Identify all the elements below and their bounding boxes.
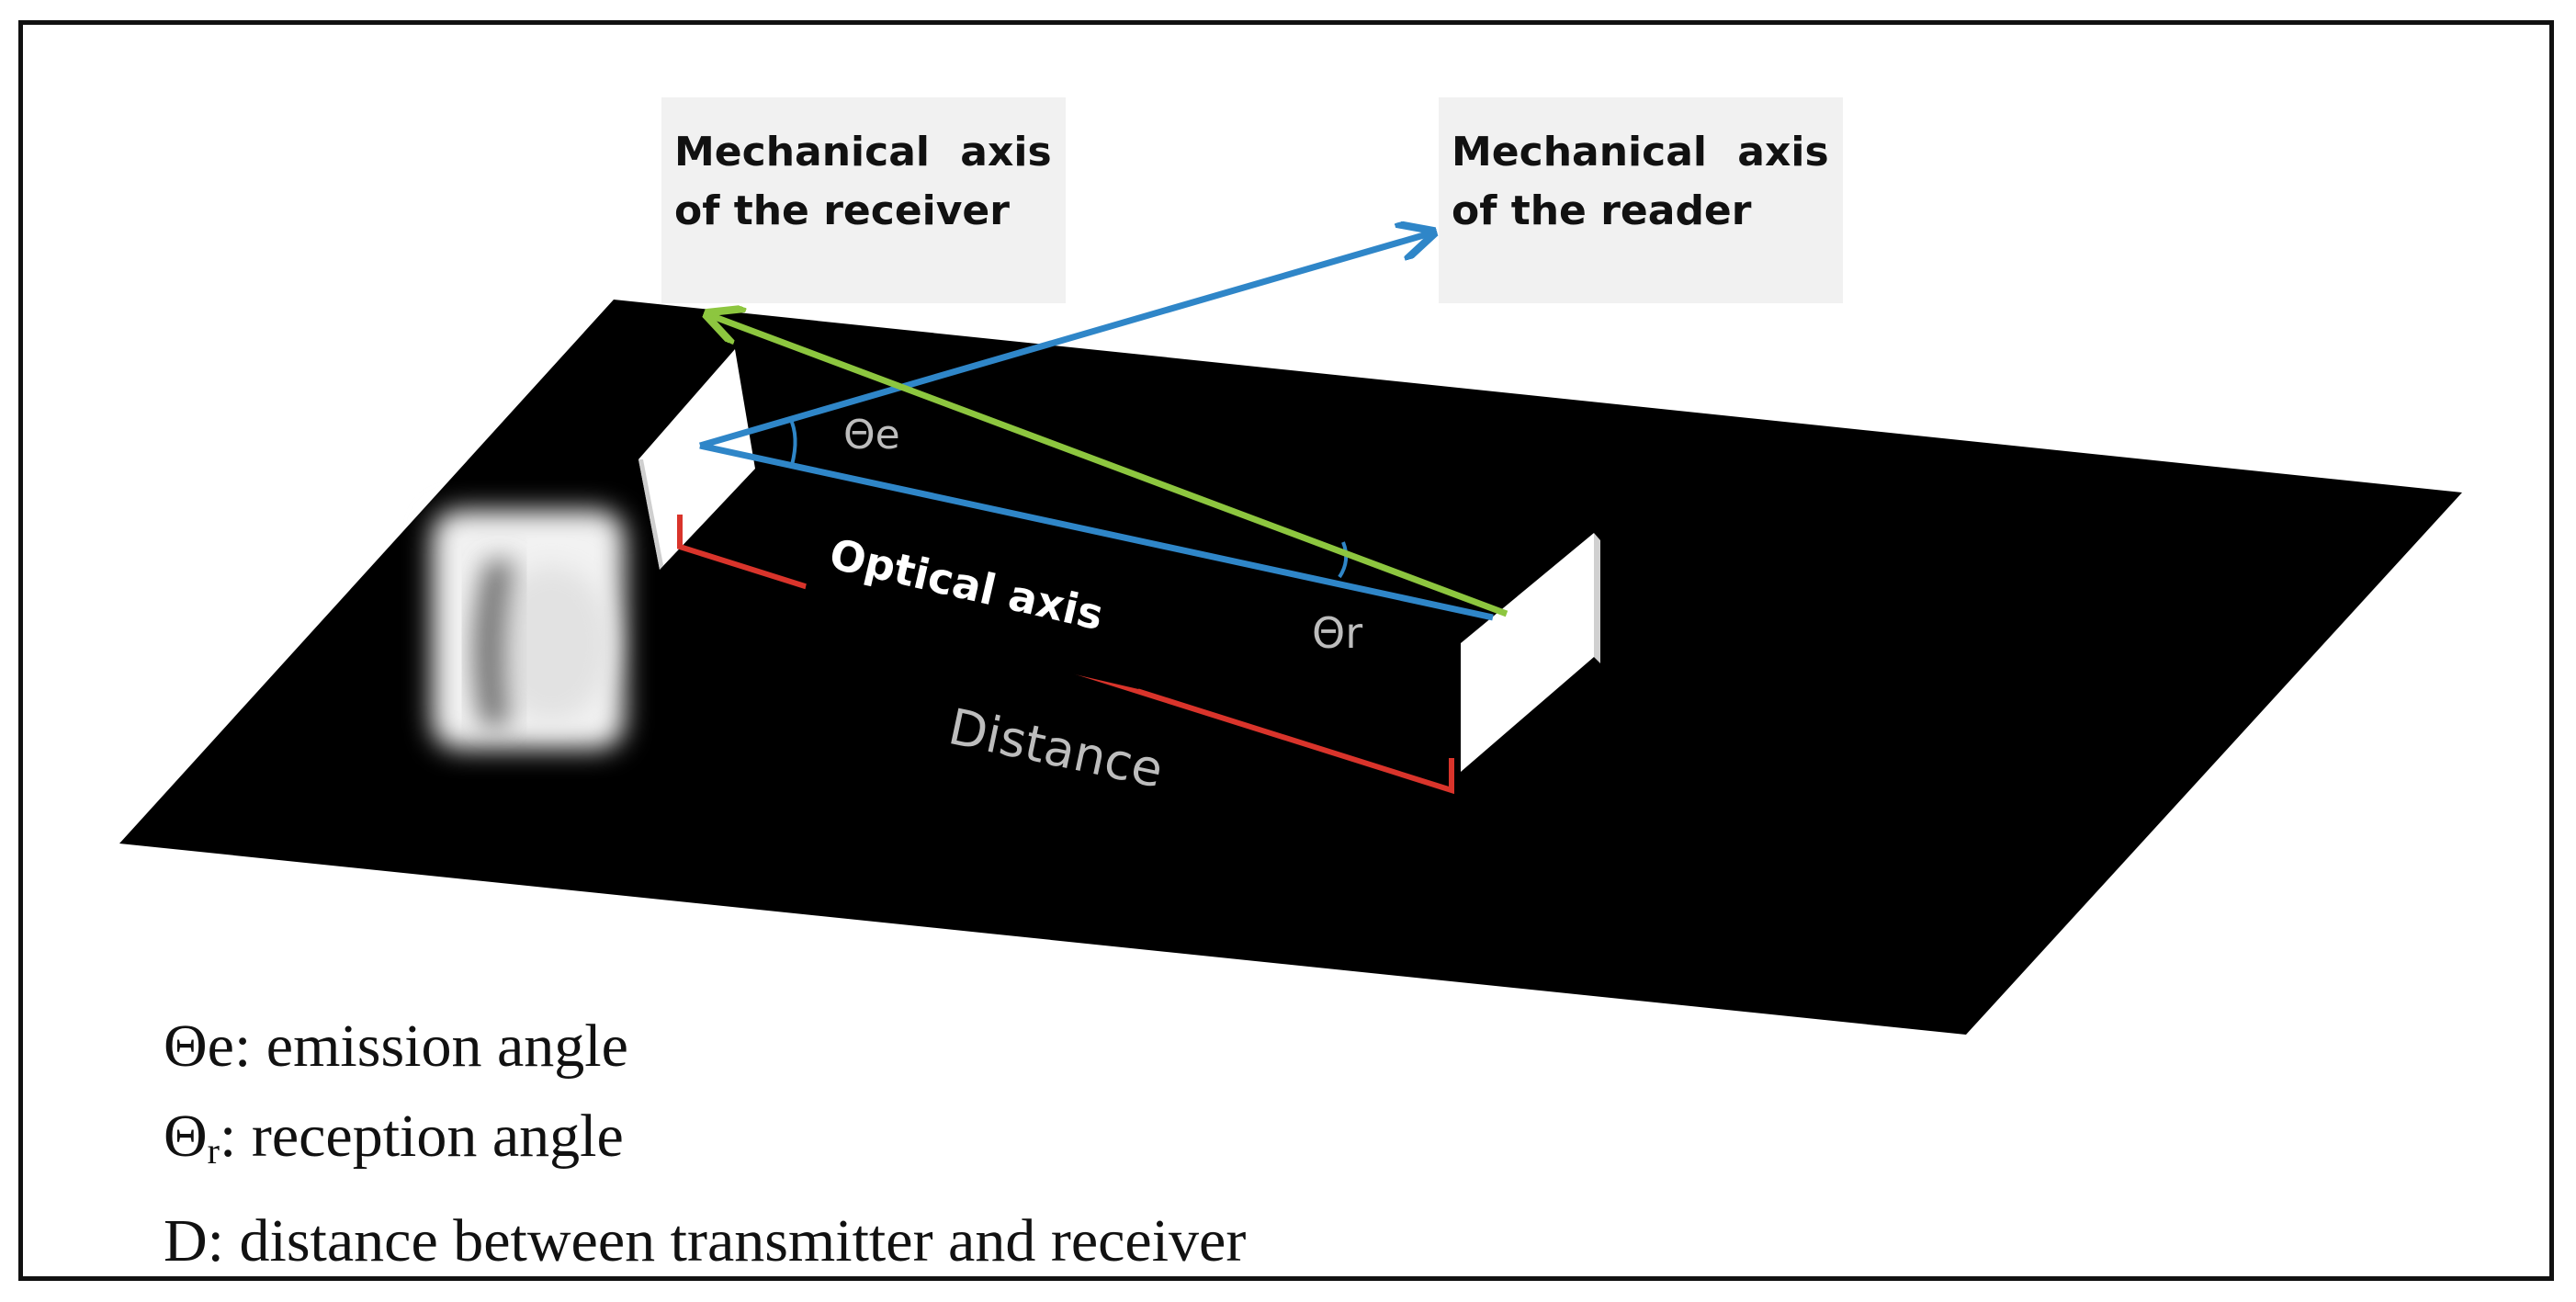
theta-e-label: Θe: [843, 412, 900, 459]
legend-reception-text: : reception angle: [220, 1103, 624, 1170]
receiver-axis-callout: Mechanical axis of the receiver: [661, 97, 1066, 303]
legend-emission-symbol: Θe: [164, 1013, 234, 1080]
receiver-axis: [707, 314, 1508, 617]
receiver-callout-line1: Mechanical axis: [674, 129, 1052, 175]
legend-reception: Θr: reception angle: [164, 1092, 1246, 1196]
receiver-panel: [638, 349, 755, 570]
reader-axis: [699, 232, 1494, 621]
legend-distance: D: distance between transmitter and rece…: [164, 1196, 1246, 1286]
reader-callout-line1: Mechanical axis: [1452, 129, 1829, 175]
legend-emission-text: : emission angle: [233, 1013, 628, 1080]
receiver-callout-line2: of the receiver: [674, 187, 1010, 234]
transmitter-panel: [1461, 533, 1600, 772]
legend-reception-symbol: Θ: [164, 1103, 208, 1170]
legend-distance-symbol: D: [164, 1207, 208, 1274]
reader-callout-line2: of the reader: [1452, 187, 1752, 234]
legend-distance-text: : distance between transmitter and recei…: [207, 1207, 1247, 1274]
motion-sensor-icon: [432, 510, 625, 749]
legend-emission: Θe: emission angle: [164, 1002, 1246, 1092]
legend: Θe: emission angle Θr: reception angle D…: [164, 1002, 1246, 1286]
theta-r-label: Θr: [1312, 608, 1362, 658]
reader-axis-callout: Mechanical axis of the reader: [1439, 97, 1843, 303]
legend-reception-subscript: r: [207, 1130, 220, 1172]
